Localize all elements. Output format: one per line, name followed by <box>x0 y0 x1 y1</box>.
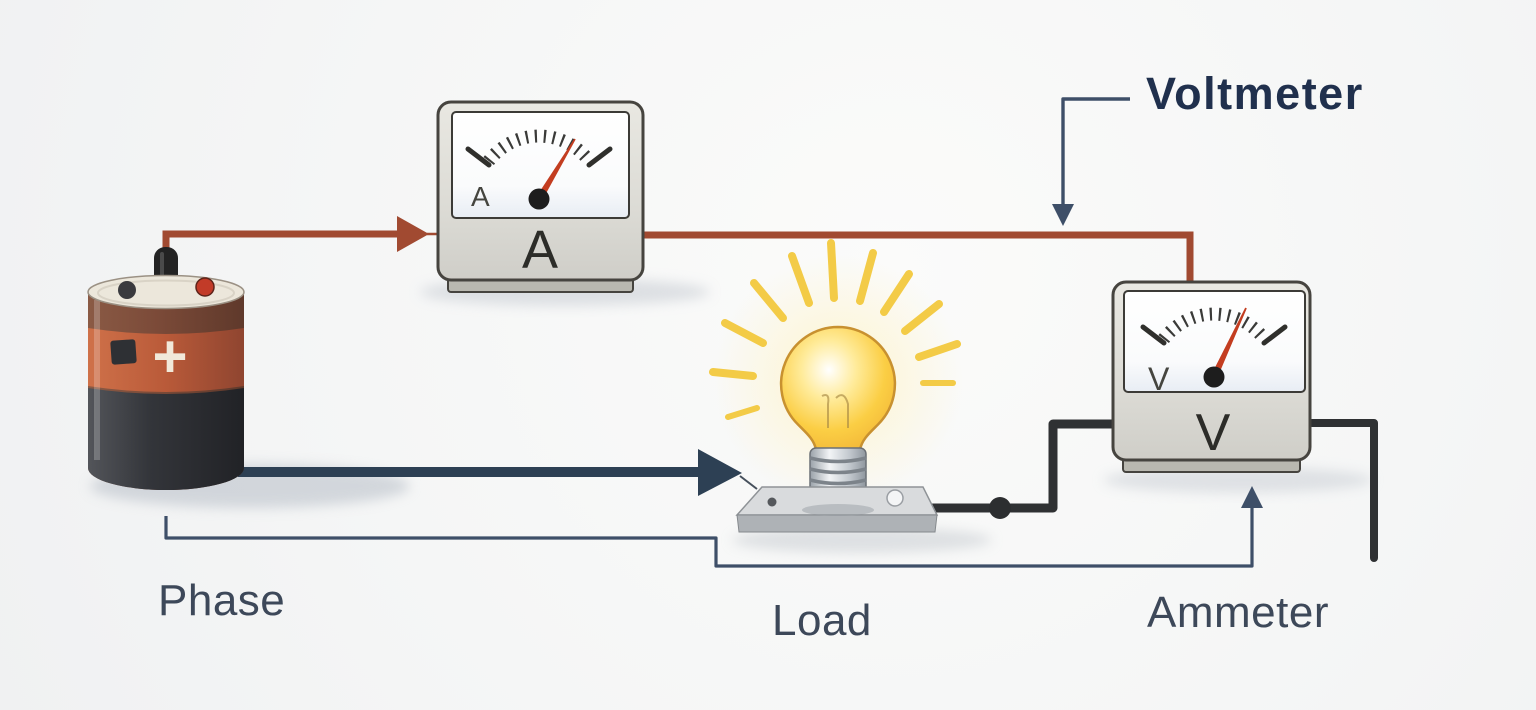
ammeter-dial <box>451 111 630 219</box>
phase-label: Phase <box>158 576 286 625</box>
battery: + <box>87 247 245 490</box>
ammeter-needle-pivot <box>528 188 550 210</box>
up-arrowhead-icon <box>1241 486 1263 508</box>
battery-minus-mark <box>110 339 137 365</box>
ammeter-dial-letter: A <box>471 181 490 212</box>
load-lightbulb <box>709 239 961 533</box>
load-label: Load <box>772 596 872 645</box>
ammeter-label: Ammeter <box>1147 588 1329 637</box>
voltmeter-panel-letter: V <box>1196 404 1231 462</box>
plate-screw-left <box>767 497 777 507</box>
neutral-wire <box>238 449 758 496</box>
down-arrowhead-icon <box>1052 204 1074 226</box>
bulb-rays <box>709 239 961 420</box>
voltmeter-instrument: V V <box>1111 280 1312 473</box>
voltmeter-dial <box>1123 290 1306 393</box>
voltmeter-dial-letter: V <box>1148 361 1170 397</box>
voltmeter-leader-line <box>1052 97 1130 226</box>
voltmeter-label: Voltmeter <box>1146 68 1364 119</box>
bulb-filament <box>821 394 849 428</box>
ammeter-instrument: A A <box>436 100 645 293</box>
battery-knob <box>118 281 136 299</box>
battery-red-knob <box>195 277 215 297</box>
voltmeter-scale-ticks <box>1158 307 1270 344</box>
voltmeter-needle-pivot <box>1203 366 1225 388</box>
hot-wire-arrowhead-icon <box>397 216 429 252</box>
mounting-plate <box>735 486 939 533</box>
battery-plus-mark: + <box>152 323 187 390</box>
ammeter-panel-letter: A <box>522 220 558 280</box>
plate-screw-right <box>886 489 904 507</box>
neutral-wire-arrowhead-icon <box>698 449 742 496</box>
connector-dot <box>989 497 1011 519</box>
voltmeter-needle <box>1210 307 1247 379</box>
hot-wire <box>162 230 1194 286</box>
ammeter-needle <box>536 138 576 201</box>
ammeter-leader-line <box>164 486 1263 568</box>
ammeter-scale-ticks <box>483 129 595 166</box>
